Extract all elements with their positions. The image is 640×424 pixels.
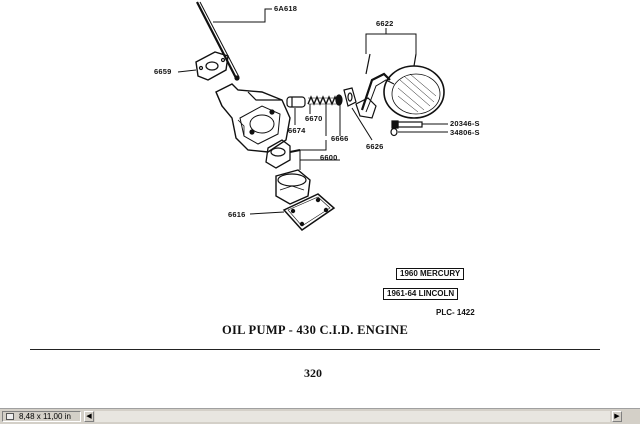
part-label-6600: 6600 — [320, 153, 338, 162]
status-bar: 8,48 x 11,00 in ◀ ▶ — [0, 408, 640, 424]
part-label-6616: 6616 — [228, 210, 246, 219]
page-size-indicator[interactable]: 8,48 x 11,00 in — [2, 411, 81, 422]
part-label-6622: 6622 — [376, 19, 394, 28]
rotor-shaft-drawing — [265, 139, 301, 169]
part-label-34806: 34806-S — [450, 128, 480, 137]
cover-plate-6616-drawing — [282, 193, 336, 231]
horizontal-scrollbar-track[interactable] — [95, 411, 610, 422]
part-label-6626: 6626 — [366, 142, 384, 151]
scroll-right-button[interactable]: ▶ — [612, 411, 622, 422]
horizontal-rule — [30, 349, 600, 350]
part-label-6674: 6674 — [288, 126, 306, 135]
oil-screen-drawing — [355, 65, 445, 119]
gasket-6626-drawing — [343, 87, 357, 107]
part-label-6670: 6670 — [305, 114, 323, 123]
application-box-mercury: 1960 MERCURY — [396, 268, 465, 280]
drive-shaft-drawing — [196, 1, 240, 81]
page-size-text: 8,48 x 11,00 in — [19, 412, 71, 421]
relief-plunger-drawing — [286, 96, 306, 108]
bolt-20346-drawing — [391, 120, 423, 129]
figure-caption: OIL PUMP - 430 C.I.D. ENGINE — [222, 323, 409, 337]
scroll-left-button[interactable]: ◀ — [84, 411, 94, 422]
plc-reference: PLC- 1422 — [436, 308, 475, 317]
part-label-20346: 20346-S — [450, 119, 480, 128]
relief-spring-drawing — [307, 94, 343, 106]
part-label-6A618: 6A618 — [274, 4, 298, 13]
part-label-6659: 6659 — [154, 67, 172, 76]
washer-34806-drawing — [390, 127, 398, 137]
pump-body-drawing — [215, 83, 291, 153]
oil-pump-exploded-diagram — [177, 1, 448, 231]
part-label-6666: 6666 — [331, 134, 349, 143]
page-number: 320 — [304, 366, 322, 380]
application-box-lincoln: 1961-64 LINCOLN — [383, 288, 459, 300]
document-page: 6A618 6659 6622 6670 6674 6666 6600 6626… — [30, 1, 600, 380]
page-icon — [6, 413, 14, 420]
gasket-6659-drawing — [195, 51, 229, 81]
rotor-assembly-drawing — [275, 169, 311, 205]
